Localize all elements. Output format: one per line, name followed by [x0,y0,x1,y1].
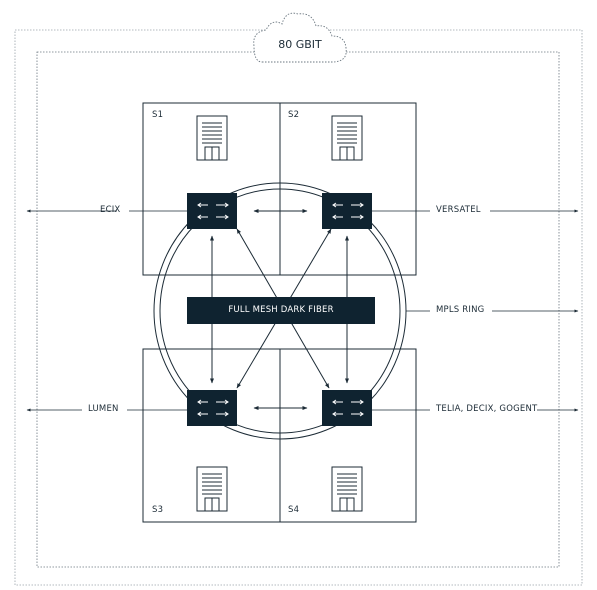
site-label-s2: S2 [288,110,300,120]
switch-icon [321,389,373,427]
switch-icon [186,192,238,230]
building-icon [331,115,363,161]
site-label-s3: S3 [152,505,164,515]
cloud-label: 80 GBIT [278,38,322,51]
full-mesh-label: FULL MESH DARK FIBER [228,305,334,315]
switch-icon [186,389,238,427]
building-icon [331,466,363,512]
uplink-label-ecix: ECIX [100,205,121,215]
uplink-label-versatel: VERSATEL [436,205,481,215]
full-mesh-box [187,297,375,324]
uplink-label-lumen: LUMEN [88,404,119,414]
switch-icon [321,192,373,230]
uplink-label-telia: TELIA, DECIX, GOGENT [436,404,538,414]
mpls-ring-inner [159,188,401,434]
cloud-icon [253,12,347,63]
building-icon [196,115,228,161]
site-label-s1: S1 [152,110,164,120]
building-icon [196,466,228,512]
site-label-s4: S4 [288,505,300,515]
mpls-ring-label: MPLS RING [436,305,485,315]
